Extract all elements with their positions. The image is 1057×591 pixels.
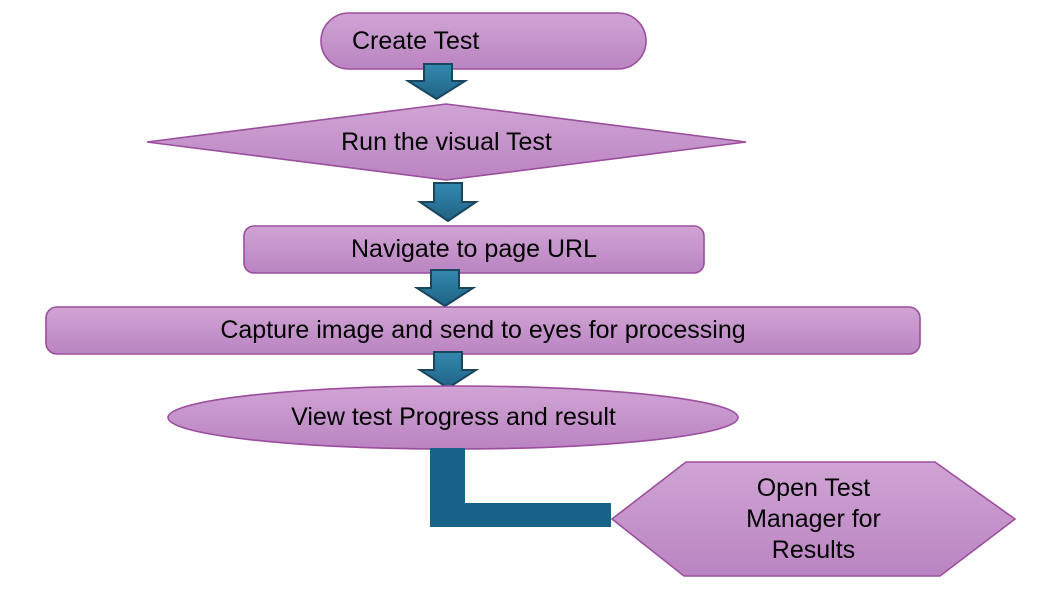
node-open-test-manager xyxy=(610,461,1017,577)
block-arrow-down-icon-1 xyxy=(404,63,469,101)
node-capture-image xyxy=(45,306,921,355)
node-navigate-url xyxy=(243,225,705,274)
node-view-progress xyxy=(167,385,739,450)
block-arrow-down-icon-4 xyxy=(416,351,480,390)
block-arrow-down-icon-3 xyxy=(413,269,477,308)
elbow-connector xyxy=(430,448,611,527)
block-arrow-down-icon-2 xyxy=(416,182,480,223)
node-create-test xyxy=(320,12,647,70)
node-run-visual-test xyxy=(146,103,747,181)
